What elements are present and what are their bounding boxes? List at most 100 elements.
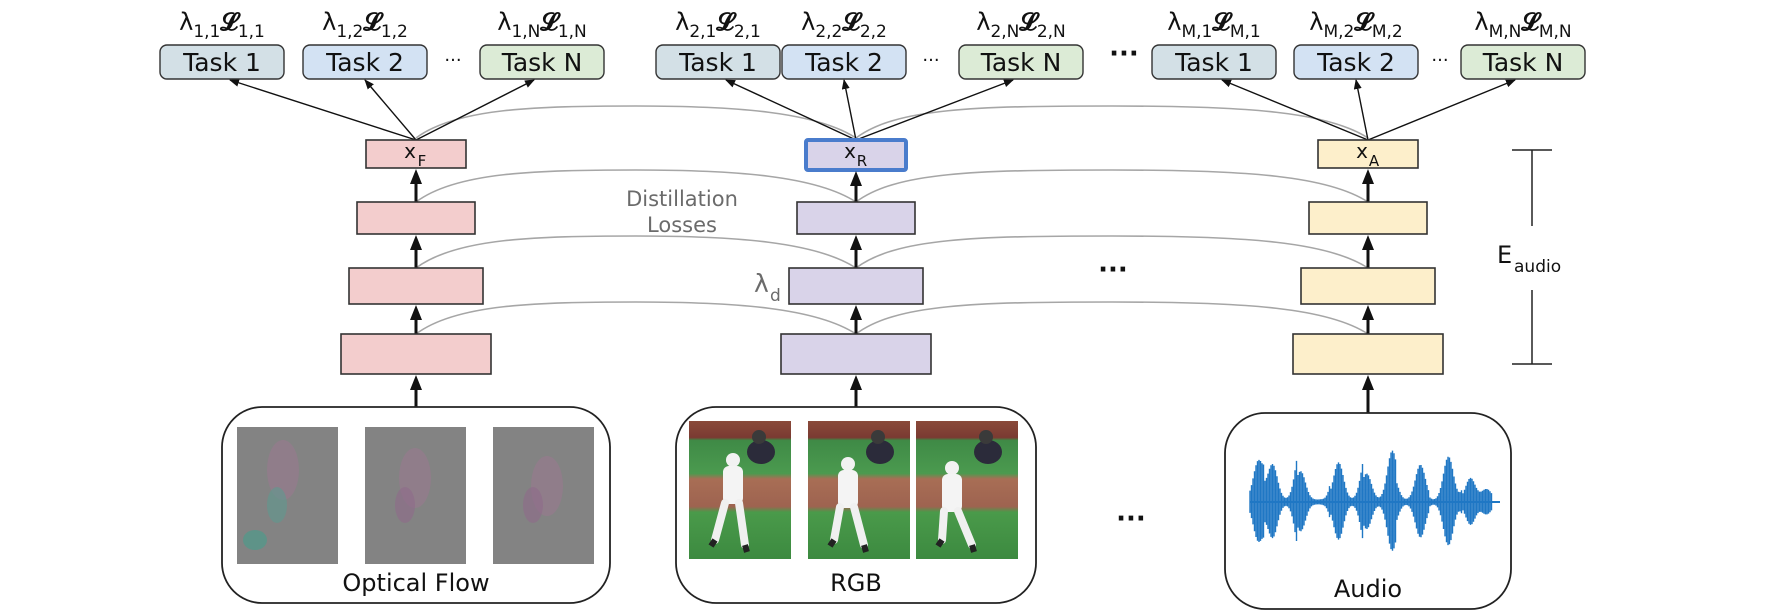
lambda-d-symbol: λ bbox=[754, 269, 769, 298]
rgb-frame-2 bbox=[808, 421, 910, 559]
task-arrow bbox=[229, 78, 417, 141]
loss-L: 𝓛 bbox=[1211, 8, 1233, 36]
flow-arrow-head bbox=[410, 169, 422, 184]
loss-lambda: λ bbox=[675, 8, 689, 36]
feature-label: x bbox=[844, 139, 856, 163]
loss-lambda-subscript: 1,N bbox=[511, 22, 540, 42]
task-loss-label: λ1,1𝓛1,1 bbox=[179, 8, 265, 42]
task-head-audio-1: Task 1λM,1𝓛M,1 bbox=[1151, 8, 1277, 80]
loss-L-subscript: 1,N bbox=[558, 22, 587, 42]
lambda-d-label: λ d bbox=[754, 269, 781, 306]
distillation-arc bbox=[415, 235, 857, 269]
audio-waveform bbox=[1249, 450, 1500, 551]
loss-lambda: λ bbox=[179, 8, 193, 36]
loss-L: 𝓛 bbox=[715, 8, 737, 36]
modality-ellipsis-mid: ··· bbox=[1098, 255, 1128, 285]
task-arrow bbox=[415, 79, 535, 141]
task-loss-label: λ2,N𝓛2,N bbox=[976, 8, 1066, 42]
loss-L-subscript: 1,2 bbox=[381, 22, 408, 42]
distillation-label-line2: Losses bbox=[647, 213, 717, 237]
flow-arrow-head bbox=[1362, 375, 1374, 390]
task-head-optical_flow-3: Task Nλ1,N𝓛1,N bbox=[479, 8, 605, 80]
loss-lambda: λ bbox=[1167, 8, 1181, 36]
encoder-layer-optical_flow-1 bbox=[356, 201, 476, 235]
loss-lambda: λ bbox=[497, 8, 511, 36]
distillation-arcs bbox=[415, 105, 1369, 335]
encoder-layer-optical_flow-3 bbox=[340, 333, 492, 375]
task-ellipsis: ··· bbox=[1431, 50, 1448, 71]
optical-flow-frame-3 bbox=[493, 427, 594, 564]
feature-label: x bbox=[1356, 139, 1368, 163]
distillation-arc bbox=[415, 105, 857, 139]
flow-arrow-head bbox=[850, 305, 862, 320]
task-loss-label: λM,1𝓛M,1 bbox=[1167, 8, 1260, 42]
loss-L-subscript: 1,1 bbox=[238, 22, 265, 42]
encoder-label: E bbox=[1497, 241, 1512, 269]
lambda-d-subscript: d bbox=[770, 286, 781, 306]
task-loss-label: λM,2𝓛M,2 bbox=[1309, 8, 1402, 42]
loss-L: 𝓛 bbox=[1018, 8, 1040, 36]
loss-lambda: λ bbox=[1474, 8, 1488, 36]
task-arrow bbox=[1221, 79, 1369, 141]
task-label: Task 1 bbox=[182, 48, 261, 77]
task-label: Task 2 bbox=[1316, 48, 1395, 77]
task-loss-label: λM,N𝓛M,N bbox=[1474, 8, 1571, 42]
loss-lambda-subscript: 2,N bbox=[990, 22, 1019, 42]
loss-lambda-subscript: M,2 bbox=[1323, 22, 1354, 42]
distillation-arc bbox=[415, 169, 857, 203]
feature-box-optical_flow bbox=[365, 139, 467, 169]
distillation-arc bbox=[855, 301, 1369, 335]
task-box bbox=[1293, 44, 1419, 80]
distillation-label-line1: Distillation bbox=[626, 187, 738, 211]
task-head-optical_flow-1: Task 1 λ1,1𝓛1,1 bbox=[159, 8, 285, 80]
rgb-frame-1 bbox=[689, 421, 791, 559]
flow-arrow-head bbox=[410, 375, 422, 390]
feature-box-rgb bbox=[804, 138, 908, 172]
task-arrow bbox=[1367, 79, 1516, 141]
task-head-rgb-3: Task N λ2,N𝓛2,N bbox=[958, 8, 1084, 80]
task-label: Task N bbox=[1482, 48, 1564, 77]
distillation-arc bbox=[415, 301, 857, 335]
modality-ellipsis-bottom: ··· bbox=[1116, 504, 1146, 534]
loss-lambda: λ bbox=[1309, 8, 1323, 36]
task-head-rgb-1: Task 1λ2,1𝓛2,1 bbox=[655, 8, 781, 80]
flow-arrow-head bbox=[410, 235, 422, 250]
task-arrow bbox=[855, 79, 1014, 141]
flow-arrow-head bbox=[1362, 235, 1374, 250]
optical-flow-frame-1 bbox=[237, 427, 338, 564]
loss-L: 𝓛 bbox=[362, 8, 384, 36]
loss-L: 𝓛 bbox=[539, 8, 561, 36]
flow-arrow-head bbox=[850, 235, 862, 250]
task-label: Task N bbox=[980, 48, 1062, 77]
task-loss-label: λ2,2𝓛2,2 bbox=[801, 8, 887, 42]
encoder-layer-optical_flow-2 bbox=[348, 267, 484, 305]
loss-lambda: λ bbox=[801, 8, 815, 36]
loss-L-subscript: M,1 bbox=[1230, 22, 1261, 42]
flow-arrow-head bbox=[850, 171, 862, 186]
task-box bbox=[781, 44, 907, 80]
task-box bbox=[655, 44, 781, 80]
loss-L-subscript: 2,1 bbox=[734, 22, 761, 42]
loss-lambda: λ bbox=[976, 8, 990, 36]
task-head-rgb-2: Task 2λ2,2𝓛2,2 bbox=[781, 8, 907, 80]
task-head-audio-2: Task 2 λM,2𝓛M,2 bbox=[1293, 8, 1419, 80]
input-caption-optical_flow: Optical Flow bbox=[342, 569, 489, 597]
task-box bbox=[479, 44, 605, 80]
loss-lambda: λ bbox=[322, 8, 336, 36]
encoder-layer-rgb-1 bbox=[796, 201, 916, 235]
task-loss-label: λ1,N𝓛1,N bbox=[497, 8, 587, 42]
rgb-frame-3 bbox=[916, 421, 1018, 559]
input-caption-audio: Audio bbox=[1334, 575, 1402, 603]
task-loss-label: λ1,2𝓛1,2 bbox=[322, 8, 408, 42]
loss-L: 𝓛 bbox=[1520, 8, 1542, 36]
task-loss-label: λ2,1𝓛2,1 bbox=[675, 8, 761, 42]
task-ellipsis: ··· bbox=[444, 50, 461, 71]
loss-L-subscript: M,2 bbox=[1372, 22, 1403, 42]
loss-lambda-subscript: 1,2 bbox=[336, 22, 363, 42]
encoder-layer-audio-1 bbox=[1308, 201, 1428, 235]
loss-lambda-subscript: 1,1 bbox=[193, 22, 220, 42]
feature-subscript: R bbox=[857, 152, 867, 170]
loss-lambda-subscript: M,N bbox=[1489, 22, 1522, 42]
